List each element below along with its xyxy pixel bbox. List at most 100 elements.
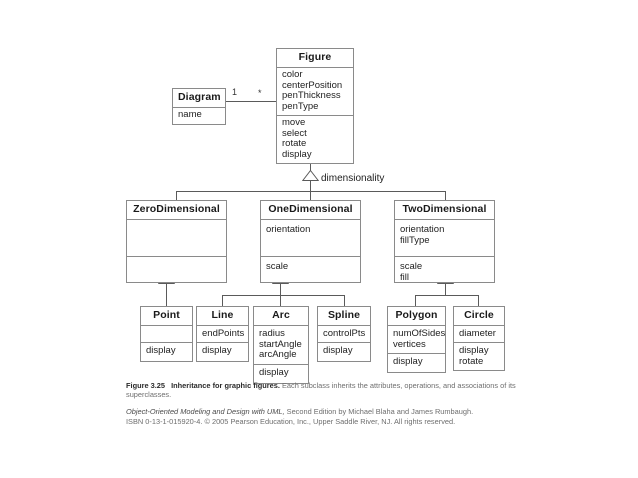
attributes-figure: color centerPosition penThickness penTyp… [277, 67, 353, 116]
attributes-zerodimensional [127, 219, 226, 257]
attributes-point [141, 325, 192, 343]
class-name-onedimensional: OneDimensional [268, 203, 353, 215]
operations-polygon: display [388, 354, 445, 372]
class-name-zerodimensional: ZeroDimensional [133, 203, 220, 215]
class-name-diagram: Diagram [178, 91, 221, 103]
class-box-point[interactable]: Point display [140, 306, 193, 362]
operation-item: rotate [282, 138, 307, 149]
class-box-twodimensional[interactable]: TwoDimensional orientation fillType scal… [394, 200, 495, 283]
multiplicity-one: 1 [232, 87, 238, 97]
stem-point [166, 284, 167, 306]
generalization-bus-onedimensional [222, 295, 344, 296]
attribute-item: numOfSides [393, 328, 446, 339]
class-box-onedimensional[interactable]: OneDimensional orientation scale [260, 200, 361, 283]
operations-circle: display rotate [454, 343, 504, 370]
operations-arc: display [254, 365, 308, 383]
attribute-item: arcAngle [259, 349, 297, 360]
figure-number: Figure 3.25 [126, 381, 166, 390]
attribute-item: color [282, 69, 303, 80]
operation-item: display [459, 345, 489, 356]
attribute-item: vertices [393, 338, 426, 350]
operation-item: fill [400, 271, 409, 283]
stem-line [222, 295, 223, 306]
edition-authors: Second Edition by Michael Blaha and Jame… [286, 407, 474, 416]
generalization-triangle-figure [302, 170, 319, 181]
operation-item: scale [400, 261, 423, 272]
operation-item: move [282, 117, 306, 128]
book-title: Object-Oriented Modeling and Design with… [126, 407, 285, 416]
association-diagram-figure [225, 101, 276, 102]
stem-spline [344, 295, 345, 306]
operations-twodimensional: scale fill [395, 257, 494, 282]
class-name-circle: Circle [464, 309, 494, 321]
stem-arc [280, 295, 281, 306]
branch-onedimensional [310, 191, 311, 200]
figure-title: Inheritance for graphic figures. [171, 381, 280, 390]
operations-figure: move select rotate display [277, 116, 353, 163]
operation-item: rotate [459, 355, 484, 367]
figure-caption: Figure 3.25 Inheritance for graphic figu… [126, 381, 526, 400]
attribute-item: controlPts [323, 328, 366, 339]
attribute-item: penThickness [282, 90, 341, 101]
class-box-circle[interactable]: Circle diameter display rotate [453, 306, 505, 371]
branch-zerodimensional [176, 191, 177, 200]
discriminator-label: dimensionality [321, 173, 385, 184]
attribute-item: centerPosition [282, 79, 343, 91]
class-name-point: Point [153, 309, 180, 321]
operation-item: display [323, 345, 353, 356]
figure-description: Each subclass inherits the attributes, o… [126, 381, 516, 400]
operations-onedimensional: scale [261, 257, 360, 282]
class-name-polygon: Polygon [395, 309, 438, 321]
attribute-item: startAngle [259, 338, 302, 350]
operation-item: display [259, 366, 289, 378]
class-name-spline: Spline [327, 309, 361, 321]
operation-item: display [393, 356, 423, 367]
stem-onedimensional-down [280, 284, 281, 295]
attribute-item: name [178, 109, 202, 120]
attribute-item: endPoints [202, 328, 245, 339]
attributes-polygon: numOfSides vertices [388, 325, 445, 354]
class-name-arc: Arc [272, 309, 290, 321]
class-box-spline[interactable]: Spline controlPts display [317, 306, 371, 362]
class-name-figure: Figure [298, 51, 332, 63]
attributes-arc: radius startAngle arcAngle [254, 325, 308, 365]
operations-zerodimensional [127, 257, 226, 282]
operation-item: scale [266, 261, 289, 272]
branch-twodimensional [445, 191, 446, 200]
operation-item: display [146, 345, 176, 356]
class-box-arc[interactable]: Arc radius startAngle arcAngle display [253, 306, 309, 384]
class-name-twodimensional: TwoDimensional [402, 203, 487, 215]
attribute-item: diameter [459, 328, 496, 339]
attribute-item: orientation [400, 224, 445, 235]
book-credit: Object-Oriented Modeling and Design with… [126, 407, 526, 427]
attributes-diagram: name [173, 107, 225, 124]
generalization-bus-twodimensional [415, 295, 478, 296]
operations-point: display [141, 343, 192, 361]
attributes-circle: diameter [454, 325, 504, 343]
attribute-item: penType [282, 100, 319, 112]
class-box-diagram[interactable]: Diagram name [172, 88, 226, 125]
stem-twodimensional-down [445, 284, 446, 295]
generalization-stem-down [310, 181, 311, 191]
attributes-line: endPoints [197, 325, 248, 343]
attribute-item: radius [259, 328, 285, 339]
operations-line: display [197, 343, 248, 361]
operation-item: select [282, 127, 307, 139]
attributes-spline: controlPts [318, 325, 370, 343]
attribute-item: orientation [266, 224, 311, 235]
class-box-polygon[interactable]: Polygon numOfSides vertices display [387, 306, 446, 373]
operation-item: display [202, 345, 232, 356]
operations-spline: display [318, 343, 370, 361]
operation-item: display [282, 148, 312, 160]
class-box-line[interactable]: Line endPoints display [196, 306, 249, 362]
attributes-onedimensional: orientation [261, 219, 360, 257]
generalization-stem-figure [310, 163, 311, 171]
multiplicity-many: * [258, 88, 262, 98]
class-name-line: Line [211, 309, 234, 321]
class-box-zerodimensional[interactable]: ZeroDimensional [126, 200, 227, 283]
attribute-item: fillType [400, 234, 430, 246]
class-box-figure[interactable]: Figure color centerPosition penThickness… [276, 48, 354, 164]
attributes-twodimensional: orientation fillType [395, 219, 494, 257]
stem-circle [478, 295, 479, 306]
